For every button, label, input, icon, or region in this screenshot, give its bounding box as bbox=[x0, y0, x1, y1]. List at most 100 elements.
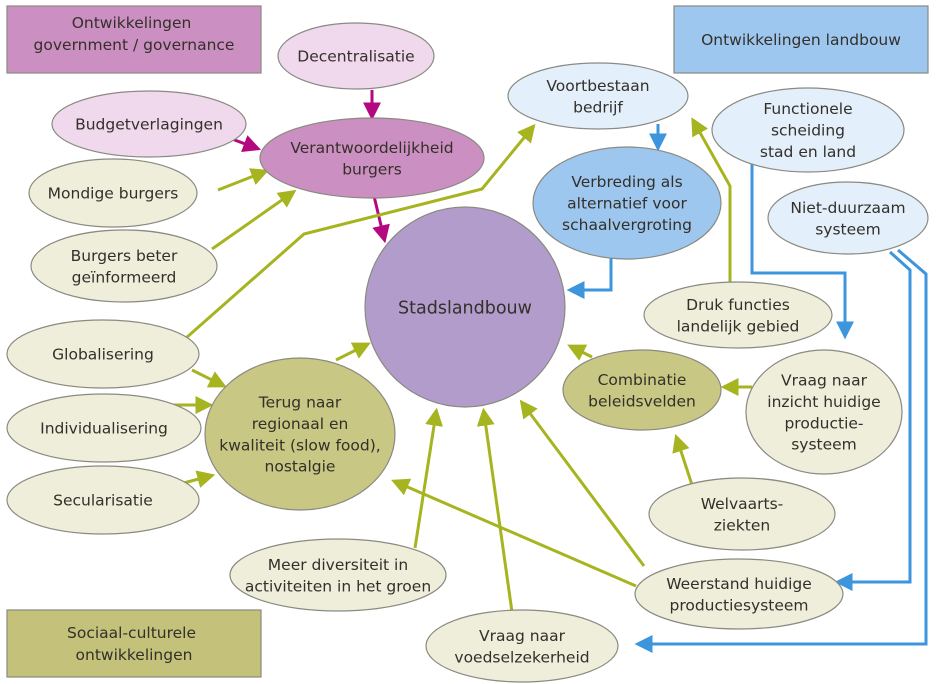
node-globalisering-shape bbox=[6, 319, 200, 389]
node-combinatie-label: Combinatie beleidsvelden bbox=[588, 371, 696, 410]
edge-weerstand-terug bbox=[391, 478, 637, 588]
node-nietduurzaam-line-1: Niet-duurzaam bbox=[790, 199, 905, 217]
edge-welvaarts-combinatie bbox=[672, 433, 695, 489]
legend-box-sociaal-line-2: ontwikkelingen bbox=[76, 646, 193, 664]
node-functionele-line-3: stad en land bbox=[760, 143, 856, 161]
node-decentralisatie-shape bbox=[277, 22, 435, 90]
node-secularisatie-label: Secularisatie bbox=[53, 492, 153, 510]
node-diversiteit-line-2: activiteiten in het groen bbox=[245, 577, 431, 595]
node-verantwoordelijkheid-shape bbox=[259, 117, 485, 199]
edge-verantwoordelijkheid-stadslandbouw bbox=[372, 195, 390, 244]
node-voortbestaan-shape bbox=[507, 62, 689, 130]
edge-terug-stadslandbouw bbox=[335, 342, 371, 362]
node-voedsel: Vraag naar voedselzekerheid bbox=[425, 609, 619, 683]
node-terug-line-4: nostalgie bbox=[265, 458, 336, 476]
node-combinatie-line-1: Combinatie bbox=[598, 371, 687, 389]
node-verantwoordelijkheid: Verantwoordelijkheid burgers bbox=[259, 117, 485, 199]
node-terug-line-2: regionaal en bbox=[252, 415, 349, 433]
node-terug: Terug naar regionaal en kwaliteit (slow fo… bbox=[204, 357, 396, 511]
legend-box-sociaal-bg bbox=[6, 609, 262, 678]
edge-budgetverlagingen-verantwoordelijkheid bbox=[231, 135, 262, 153]
node-druk-line-1: Druk functies bbox=[686, 296, 790, 314]
edge-weerstand-stadslandbouw bbox=[519, 399, 646, 567]
node-voedsel-label: Vraag naar voedselzekerheid bbox=[454, 627, 589, 666]
node-geinformeerd-shape bbox=[30, 229, 218, 303]
node-secularisatie-line-1: Secularisatie bbox=[53, 492, 153, 510]
node-mondige-shape bbox=[28, 158, 198, 228]
node-terug-line-3: kwaliteit (slow food), bbox=[219, 436, 380, 454]
node-verantwoordelijkheid-line-2: burgers bbox=[342, 160, 402, 178]
edge-globalisering-terug bbox=[191, 368, 227, 388]
nodes-layer: DecentralisatieBudgetverlagingenVerantwo… bbox=[6, 22, 929, 683]
legend-box-government: Ontwikkelingen government / governance bbox=[6, 5, 262, 74]
node-combinatie-line-2: beleidsvelden bbox=[588, 392, 696, 410]
node-verbreding-line-1: Verbreding als bbox=[571, 173, 682, 191]
node-individualisering-shape bbox=[6, 393, 202, 463]
node-mondige-label: Mondige burgers bbox=[48, 185, 179, 203]
node-stadslandbouw-shape bbox=[364, 206, 566, 408]
node-budgetverlagingen-shape bbox=[51, 90, 247, 158]
edge-functionele-vraaginzicht bbox=[750, 160, 854, 340]
node-geinformeerd-line-2: geïnformeerd bbox=[72, 268, 177, 286]
node-voedsel-line-2: voedselzekerheid bbox=[454, 648, 589, 666]
node-voedsel-shape bbox=[425, 609, 619, 683]
node-combinatie: Combinatie beleidsvelden bbox=[562, 349, 722, 431]
node-verantwoordelijkheid-line-1: Verantwoordelijkheid bbox=[290, 139, 453, 157]
node-vraaginzicht-line-1: Vraag naar bbox=[781, 372, 868, 390]
node-individualisering-line-1: Individualisering bbox=[40, 420, 168, 438]
legend-box-government-bg bbox=[6, 5, 262, 74]
node-geinformeerd: Burgers beter geïnformeerd bbox=[30, 229, 218, 303]
edge-verbreding-stadslandbouw bbox=[566, 258, 613, 299]
node-verbreding-line-3: schaalvergroting bbox=[562, 216, 692, 234]
edge-nietduurzaam-voedsel bbox=[634, 248, 928, 653]
node-functionele-shape bbox=[711, 87, 905, 173]
node-weerstand-line-2: productiesysteem bbox=[669, 596, 808, 614]
legend-box-government-line-1: Ontwikkelingen bbox=[72, 14, 192, 32]
node-mondige-line-1: Mondige burgers bbox=[48, 185, 179, 203]
legend-box-landbouw-line-1: Ontwikkelingen landbouw bbox=[701, 31, 901, 49]
node-stadslandbouw-line-1: Stadslandbouw bbox=[398, 298, 532, 318]
node-stadslandbouw: Stadslandbouw bbox=[364, 206, 566, 408]
node-geinformeerd-label: Burgers beter geïnformeerd bbox=[71, 247, 178, 286]
node-terug-line-1: Terug naar bbox=[258, 394, 342, 412]
node-individualisering: Individualisering bbox=[6, 393, 202, 463]
node-budgetverlagingen-line-1: Budgetverlagingen bbox=[75, 116, 223, 134]
node-secularisatie-shape bbox=[6, 465, 200, 535]
edge-voedsel-stadslandbouw bbox=[476, 407, 514, 613]
edge-nietduurzaam-weerstand bbox=[834, 250, 912, 591]
node-decentralisatie: Decentralisatie bbox=[277, 22, 435, 90]
node-decentralisatie-line-1: Decentralisatie bbox=[297, 48, 414, 66]
node-weerstand-shape bbox=[634, 558, 844, 630]
node-combinatie-shape bbox=[562, 349, 722, 431]
node-diversiteit-shape bbox=[229, 538, 447, 612]
node-druk-shape bbox=[643, 281, 833, 349]
edge-diversiteit-stadslandbouw bbox=[413, 407, 443, 549]
node-stadslandbouw-label: Stadslandbouw bbox=[398, 298, 532, 318]
legend-box-landbouw-bg bbox=[673, 5, 929, 74]
node-voortbestaan-line-2: bedrijf bbox=[573, 98, 623, 116]
node-nietduurzaam-shape bbox=[767, 181, 929, 255]
legend-box-landbouw-label: Ontwikkelingen landbouw bbox=[701, 31, 901, 49]
legend-box-landbouw: Ontwikkelingen landbouw bbox=[673, 5, 929, 74]
edge-combinatie-stadslandbouw bbox=[567, 344, 593, 361]
node-functionele-line-2: scheiding bbox=[771, 122, 845, 140]
node-welvaarts: Welvaarts-ziekten bbox=[648, 477, 836, 551]
node-vraaginzicht-line-4: systeem bbox=[791, 436, 857, 454]
node-voedsel-line-1: Vraag naar bbox=[479, 627, 566, 645]
legend-box-sociaal-line-1: Sociaal-culturele bbox=[67, 624, 196, 642]
node-welvaarts-line-2: ziekten bbox=[714, 516, 770, 534]
node-geinformeerd-line-1: Burgers beter bbox=[71, 247, 178, 265]
node-verbreding-shape bbox=[532, 146, 722, 260]
node-terug-label: Terug naar regionaal en kwaliteit (slow fo… bbox=[219, 394, 380, 476]
legend-box-government-label: Ontwikkelingen government / governance bbox=[34, 14, 235, 54]
